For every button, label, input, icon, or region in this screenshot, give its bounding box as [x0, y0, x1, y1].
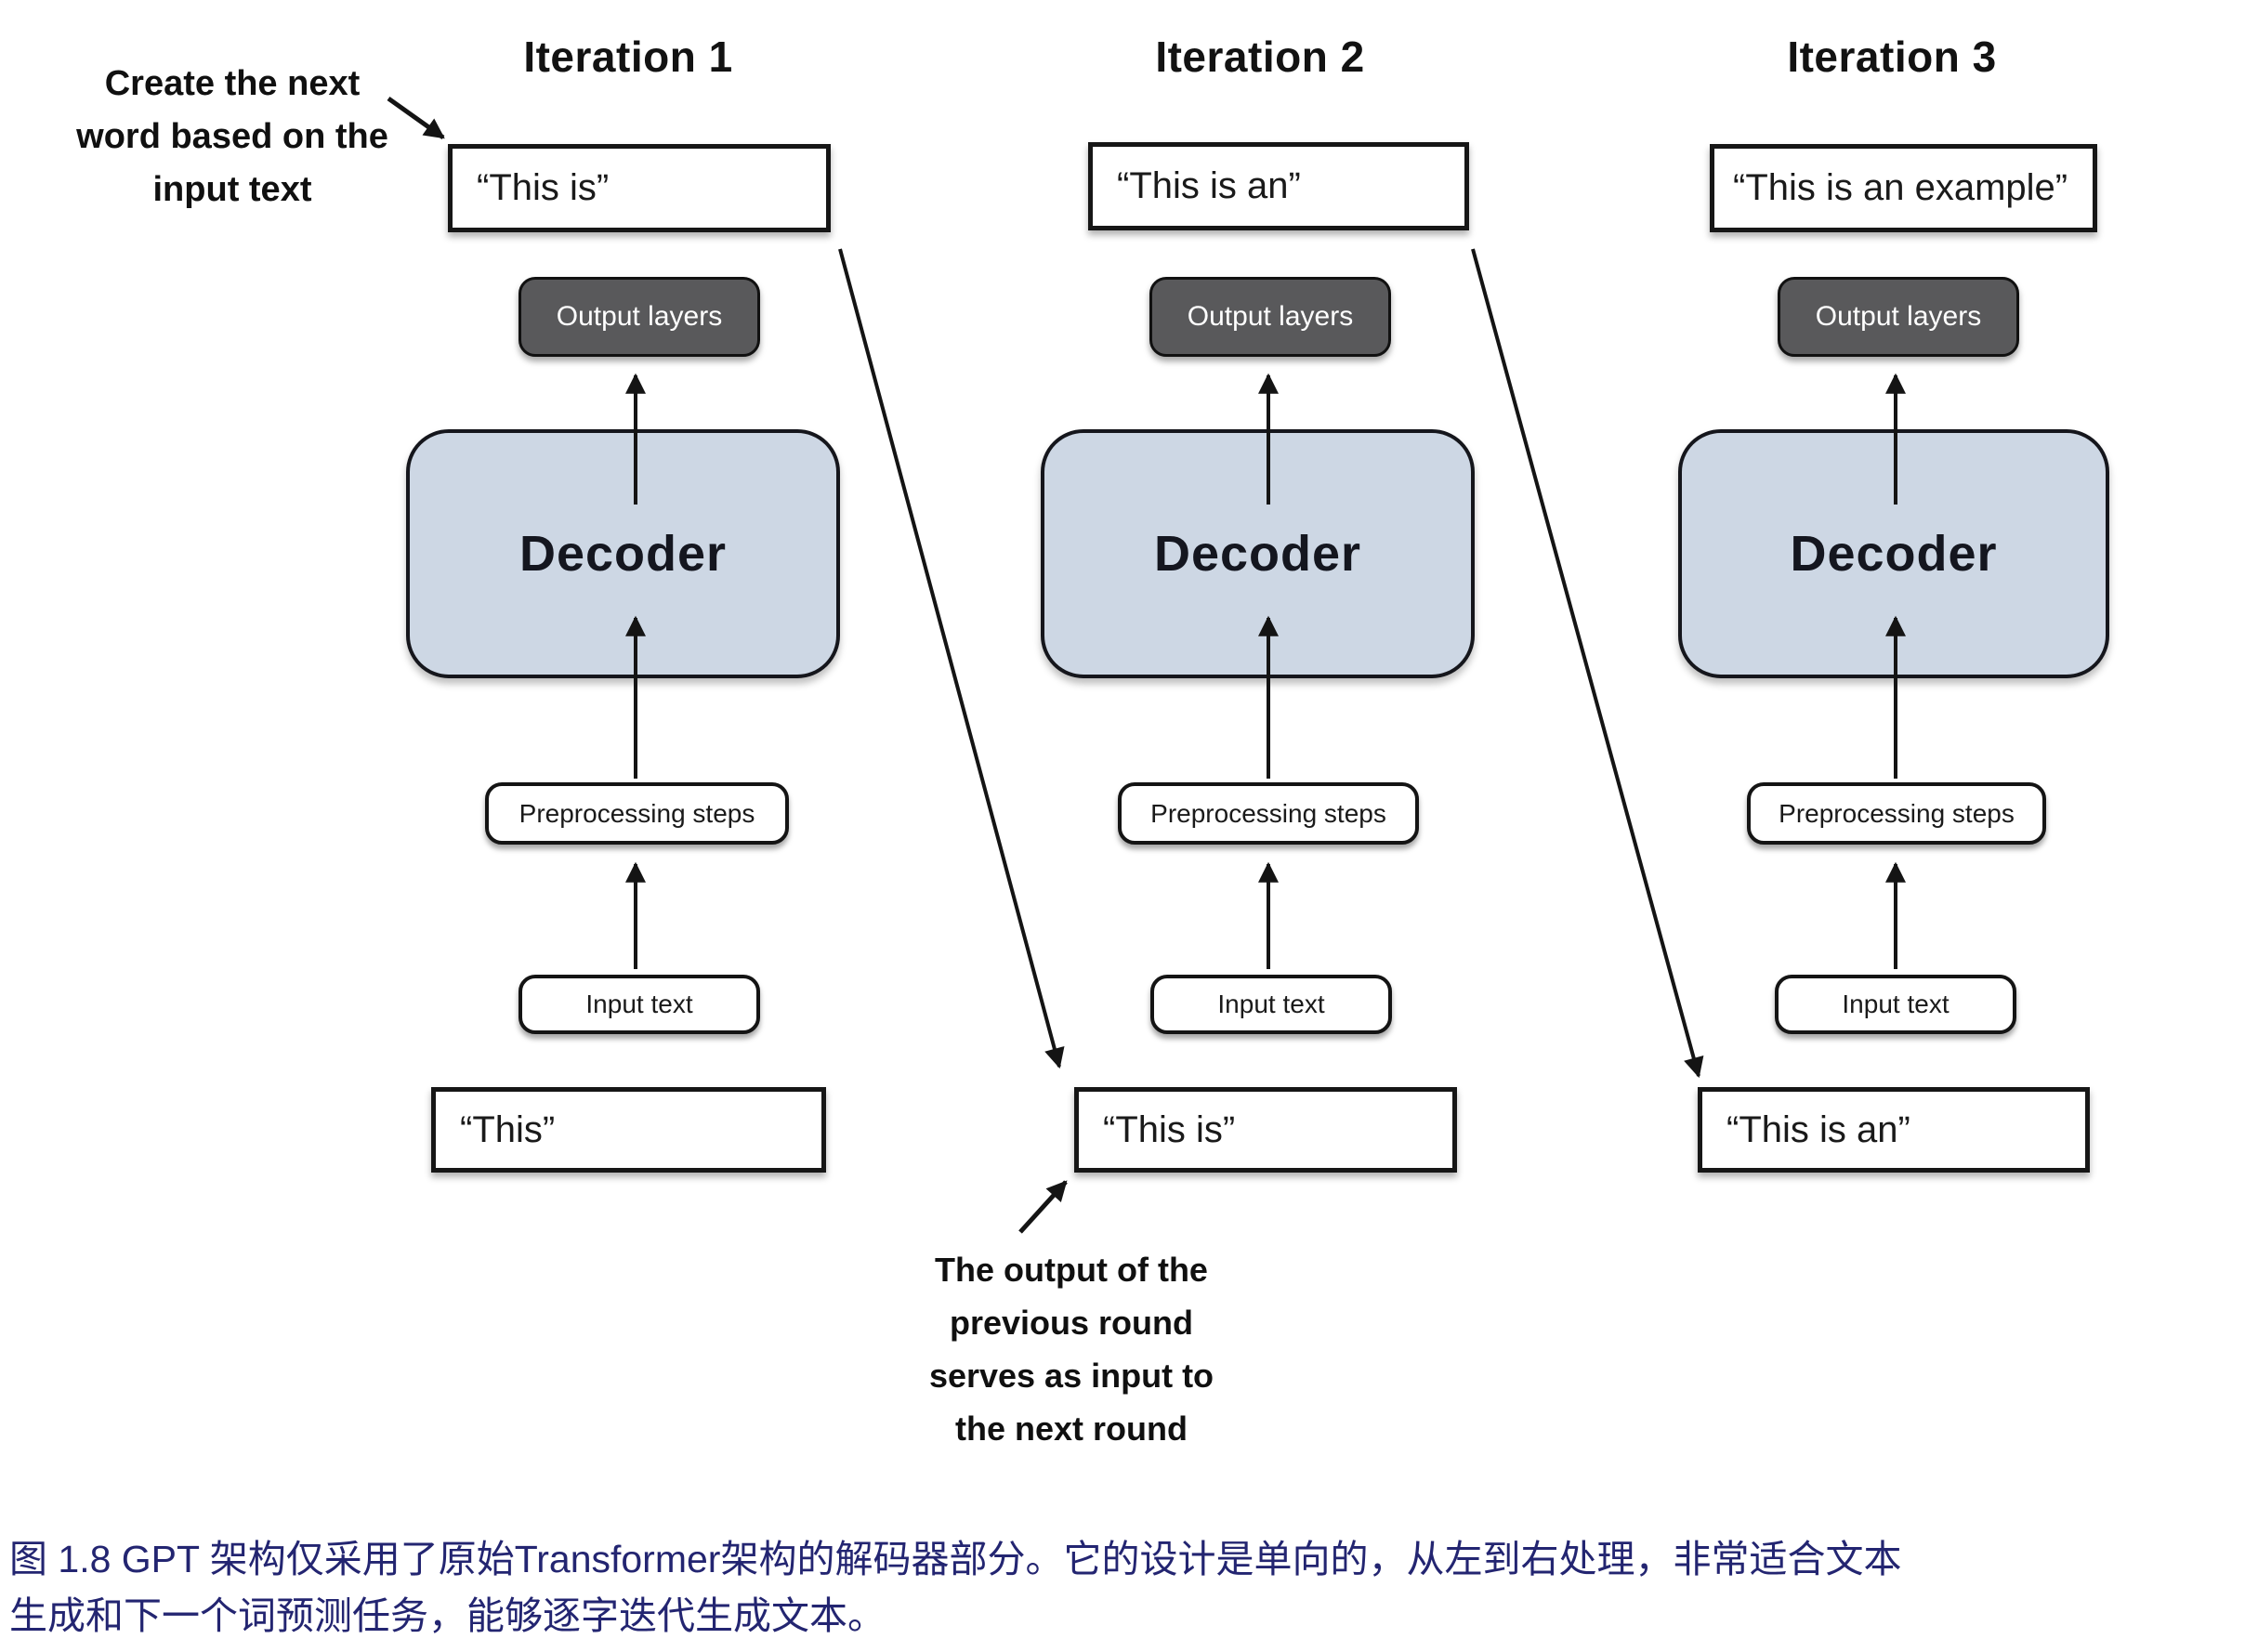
iteration-2-decoder-label: Decoder: [1153, 526, 1362, 582]
iteration-1-title: Iteration 1: [523, 33, 733, 81]
iteration-3-preprocessing-box: Preprocessing steps: [1747, 782, 2046, 845]
iteration-3-input-string-box: “This is an”: [1698, 1087, 2090, 1173]
iteration-3-decoder-label: Decoder: [1790, 526, 1998, 582]
annotation-output-feedback: The output of the previous round serves …: [876, 1243, 1267, 1455]
arrow-annotation-create-next: [387, 96, 445, 140]
iteration-1-generated-text: “This is”: [477, 167, 610, 208]
iteration-1-input-string: “This”: [460, 1108, 556, 1150]
annotation-create-next-word-line1: Create the next: [104, 64, 361, 103]
iteration-2-input-string-box: “This is”: [1074, 1087, 1457, 1173]
iteration-2-output-layers-box: Output layers: [1149, 277, 1391, 357]
iteration-1-input-text-box: Input text: [519, 975, 760, 1034]
annotation-create-next-word-line2: word based on the: [76, 117, 388, 156]
iteration-2-input-string: “This is”: [1103, 1108, 1236, 1150]
iteration-2-title: Iteration 2: [1155, 33, 1365, 81]
iteration-2-preprocessing-label: Preprocessing steps: [1150, 798, 1386, 828]
iteration-1-input-string-box: “This”: [431, 1087, 826, 1173]
iteration-1-preprocessing-box: Preprocessing steps: [485, 782, 789, 845]
annotation-create-next-word-line3: input text: [152, 170, 312, 209]
iteration-3-generated-text-box: “This is an example”: [1710, 144, 2097, 232]
annotation-create-next-word: Create the next word based on the input …: [70, 58, 395, 216]
iteration-3-input-text-box: Input text: [1775, 975, 2016, 1034]
iteration-2-generated-text-box: “This is an”: [1088, 142, 1469, 230]
figure-caption: 图 1.8 GPT 架构仅采用了原始Transformer架构的解码器部分。它的…: [9, 1531, 2251, 1645]
iteration-1-generated-text-box: “This is”: [448, 144, 831, 232]
iteration-3-preprocessing-label: Preprocessing steps: [1779, 798, 2015, 828]
iteration-1-output-layers-label: Output layers: [556, 301, 723, 332]
annotation-output-feedback-line4: the next round: [955, 1409, 1188, 1448]
iteration-2-generated-text: “This is an”: [1117, 165, 1301, 206]
iteration-3-decoder-box: Decoder: [1678, 429, 2109, 678]
iteration-2-input-text-box: Input text: [1150, 975, 1392, 1034]
iteration-2-decoder-box: Decoder: [1041, 429, 1475, 678]
iteration-2-input-text-label: Input text: [1217, 990, 1325, 1018]
iteration-2-preprocessing-box: Preprocessing steps: [1118, 782, 1419, 845]
iteration-3-output-layers-label: Output layers: [1815, 301, 1982, 332]
iteration-1-preprocessing-label: Preprocessing steps: [519, 798, 755, 828]
annotation-output-feedback-line2: previous round: [949, 1304, 1194, 1342]
annotation-output-feedback-line3: serves as input to: [928, 1357, 1214, 1395]
iteration-1-decoder-label: Decoder: [519, 526, 728, 582]
figure-caption-line1: 图 1.8 GPT 架构仅采用了原始Transformer架构的解码器部分。它的…: [9, 1538, 1902, 1580]
iteration-2-output-layers-label: Output layers: [1187, 301, 1354, 332]
iteration-1-output-layers-box: Output layers: [519, 277, 760, 357]
iteration-1-input-text-label: Input text: [585, 990, 693, 1018]
iteration-3-generated-text: “This is an example”: [1733, 167, 2068, 208]
arrow-output1-to-input2: [838, 248, 1065, 1069]
iteration-3-title: Iteration 3: [1787, 33, 1997, 81]
iteration-3-input-string: “This is an”: [1726, 1108, 1910, 1150]
annotation-output-feedback-line1: The output of the: [935, 1251, 1208, 1289]
figure-caption-line2: 生成和下一个词预测任务，能够逐字迭代生成文本。: [9, 1594, 886, 1637]
iteration-3-output-layers-box: Output layers: [1778, 277, 2019, 357]
arrow-annotation-output-feedback: [1018, 1180, 1068, 1234]
iteration-1-decoder-box: Decoder: [406, 429, 840, 678]
arrow-output2-to-input3: [1471, 248, 1704, 1079]
iteration-3-input-text-label: Input text: [1842, 990, 1949, 1018]
